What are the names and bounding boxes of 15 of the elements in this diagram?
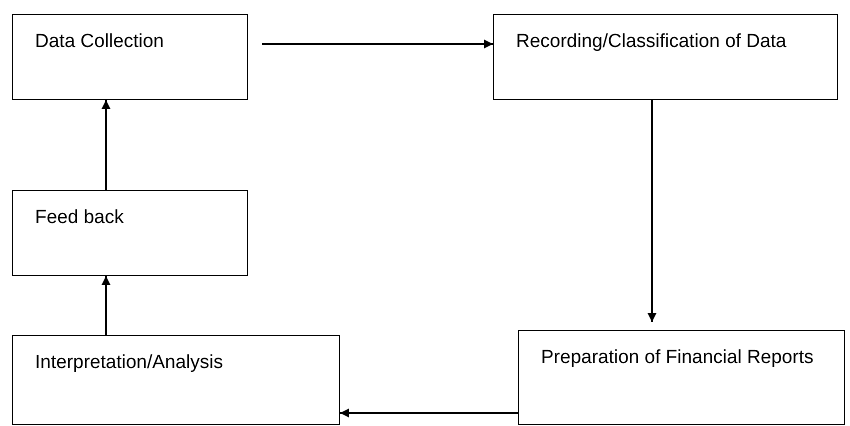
box-label: Interpretation/Analysis	[35, 351, 224, 375]
process-box	[493, 14, 838, 100]
process-box	[12, 190, 248, 276]
process-box	[12, 14, 248, 100]
arrow	[648, 100, 656, 322]
box-label: Recording/Classification of Data	[516, 30, 788, 54]
process-box	[12, 335, 340, 425]
box-label: Feed back	[35, 206, 125, 230]
arrow	[340, 408, 518, 418]
process-box	[518, 330, 845, 425]
arrow	[102, 100, 110, 190]
arrow	[102, 276, 110, 335]
box-label: Data Collection	[35, 30, 165, 54]
box-label: Preparation of Financial Reports	[541, 346, 814, 370]
arrow	[262, 40, 493, 48]
